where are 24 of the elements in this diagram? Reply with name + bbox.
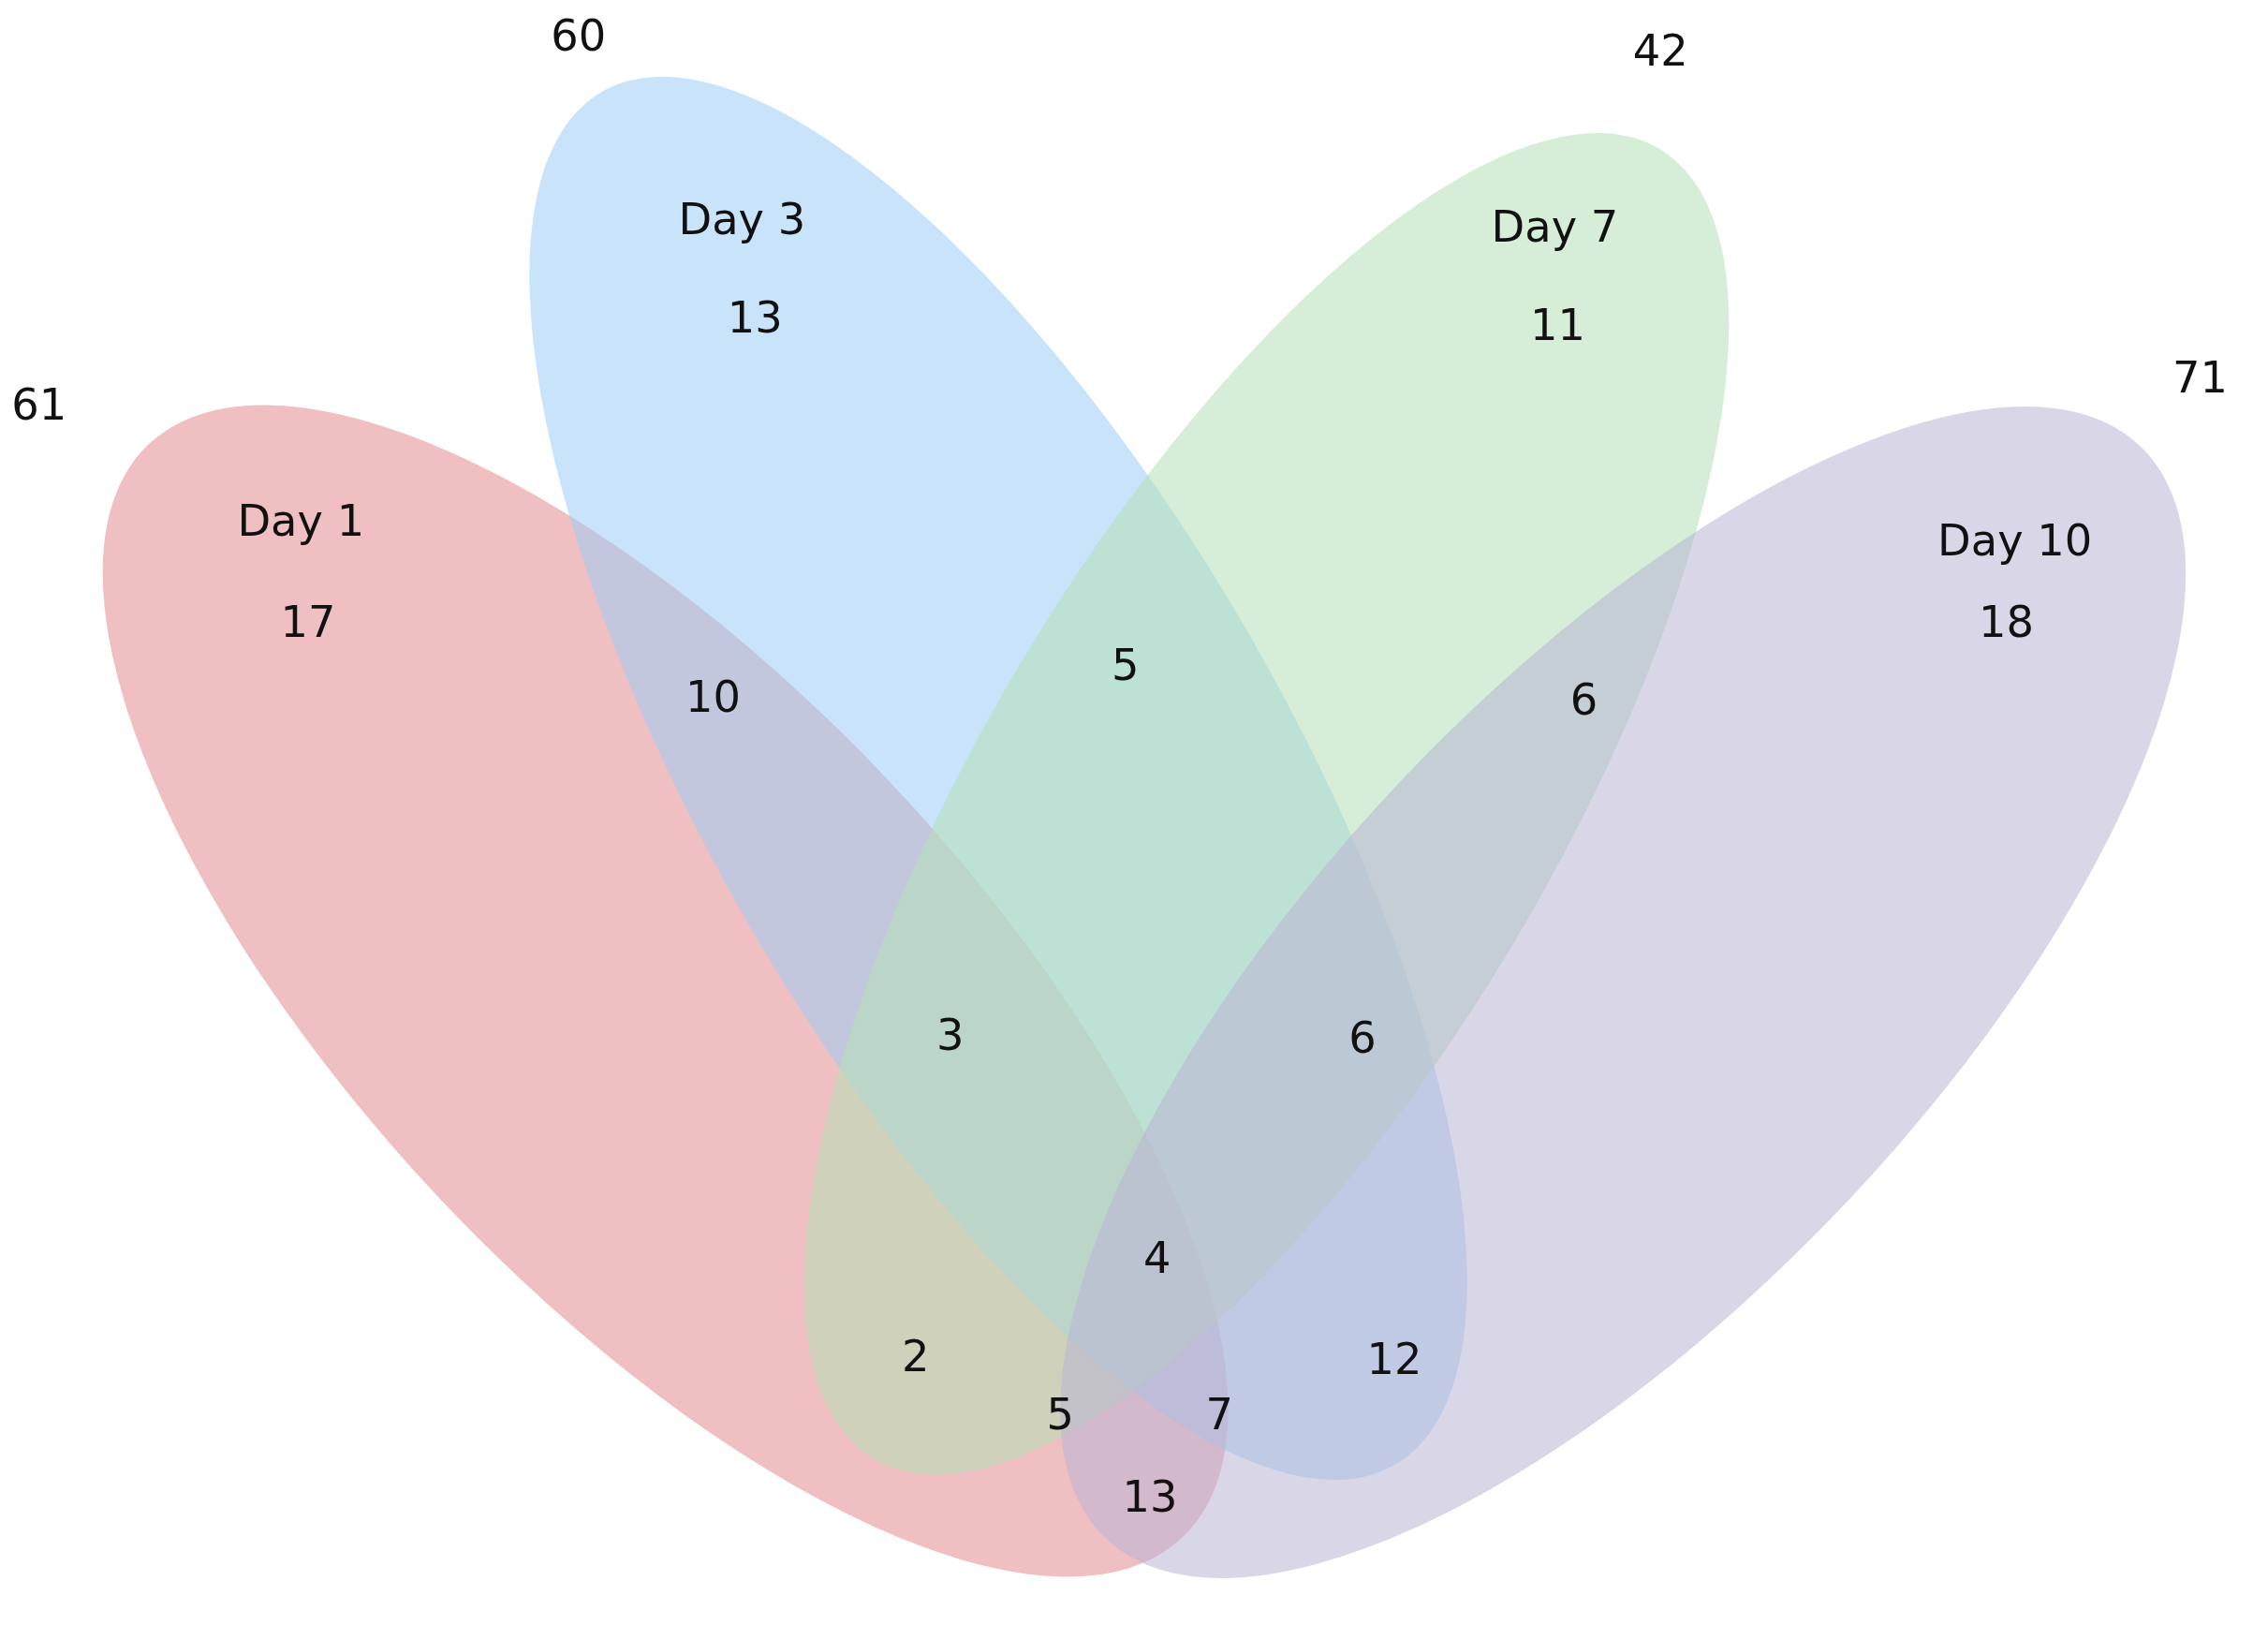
region-count: 18: [1978, 600, 2034, 644]
region-count: 11: [1530, 303, 1586, 347]
set-label: Day 7: [1491, 205, 1619, 249]
set-total: 71: [2172, 356, 2228, 400]
region-count: 13: [1122, 1475, 1178, 1519]
region-count: 5: [1112, 643, 1140, 687]
set-total: 60: [551, 14, 607, 58]
region-count: 6: [1569, 678, 1598, 722]
region-count: 4: [1142, 1236, 1171, 1280]
region-count: 2: [902, 1335, 930, 1380]
region-count: 7: [1205, 1393, 1233, 1437]
set-total: 61: [11, 383, 67, 427]
region-count: 13: [727, 296, 783, 340]
region-count: 5: [1046, 1393, 1074, 1437]
set-label: Day 3: [678, 198, 806, 242]
region-count: 6: [1348, 1016, 1377, 1061]
region-count: 10: [685, 675, 741, 719]
set-ellipse: [804, 133, 1730, 1476]
set-label: Day 10: [1937, 519, 2093, 563]
set-total: 42: [1632, 28, 1688, 73]
set-label: Day 1: [237, 498, 365, 543]
region-count: 17: [280, 600, 336, 644]
region-count: 12: [1366, 1337, 1422, 1382]
region-count: 3: [936, 1013, 965, 1058]
